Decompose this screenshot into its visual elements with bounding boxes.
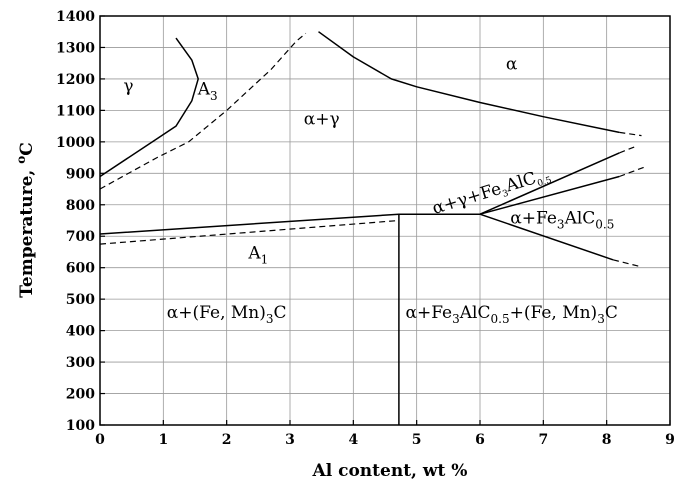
x-tick-label: 2 [222,432,232,448]
y-tick-label: 700 [66,229,95,245]
plot-frame [99,15,671,426]
phase-boundary-solid [99,37,199,178]
y-tick-label: 400 [66,324,95,340]
x-tick-label: 0 [95,432,105,448]
region-label-A1: A1 [247,243,268,266]
phase-boundary-dashed [619,146,636,154]
region-label-A3: A3 [197,80,218,103]
phase-boundary-solid [99,152,620,235]
y-tick-label: 200 [66,387,95,403]
phase-boundary-dashed [619,166,645,178]
y-tick-label: 900 [66,166,95,182]
y-tick-label: 1300 [56,40,95,56]
x-tick-label: 5 [412,432,422,448]
phase-boundary-dashed [612,259,639,267]
region-label-alpha-kappa: α+Fe3AlC0.5 [510,209,614,232]
region-label-gamma: γ [123,77,133,97]
y-tick-label: 800 [66,198,95,214]
y-axis-label: Temperature, oC [14,142,37,298]
x-axis-label: Al content, wt % [312,461,468,481]
region-label-alpha: α [506,54,518,74]
y-axis-unit: oC [14,142,37,164]
x-tick-label: 7 [538,432,548,448]
phase-boundary-solid [479,213,614,261]
phase-boundary-solid [318,31,620,134]
x-tick-label: 3 [285,432,295,448]
y-tick-label: 300 [66,355,95,371]
y-tick-label: 1200 [56,72,95,88]
y-tick-label: 1400 [56,9,95,25]
phase-boundary-solid [479,175,620,215]
x-tick-label: 6 [475,432,485,448]
x-tick-label: 4 [348,432,358,448]
y-tick-label: 500 [66,292,95,308]
phase-boundary-dashed [619,131,642,137]
y-tick-label: 600 [66,261,95,277]
region-label-alpha-gamma: α+γ [304,110,340,130]
region-label-alpha-kappa-carbide: α+Fe3AlC0.5+(Fe, Mn)3C [405,303,617,326]
x-tick-label: 9 [665,432,675,448]
x-tick-label: 1 [158,432,168,448]
y-tick-label: 1000 [56,135,95,151]
y-axis-label-text: Temperature, [17,164,37,298]
tick-layer: 0 1 2 3 4 5 6 7 8 9 100 200 300 400 500 600 700 800 900 100… [56,9,675,448]
series-layer [99,31,645,425]
y-tick-label: 100 [66,418,95,434]
y-tick-label: 1100 [56,103,95,119]
phase-boundary-dashed [99,32,307,190]
region-label-alpha-carbide: α+(Fe, Mn)3C [167,303,287,326]
x-tick-label: 8 [602,432,612,448]
